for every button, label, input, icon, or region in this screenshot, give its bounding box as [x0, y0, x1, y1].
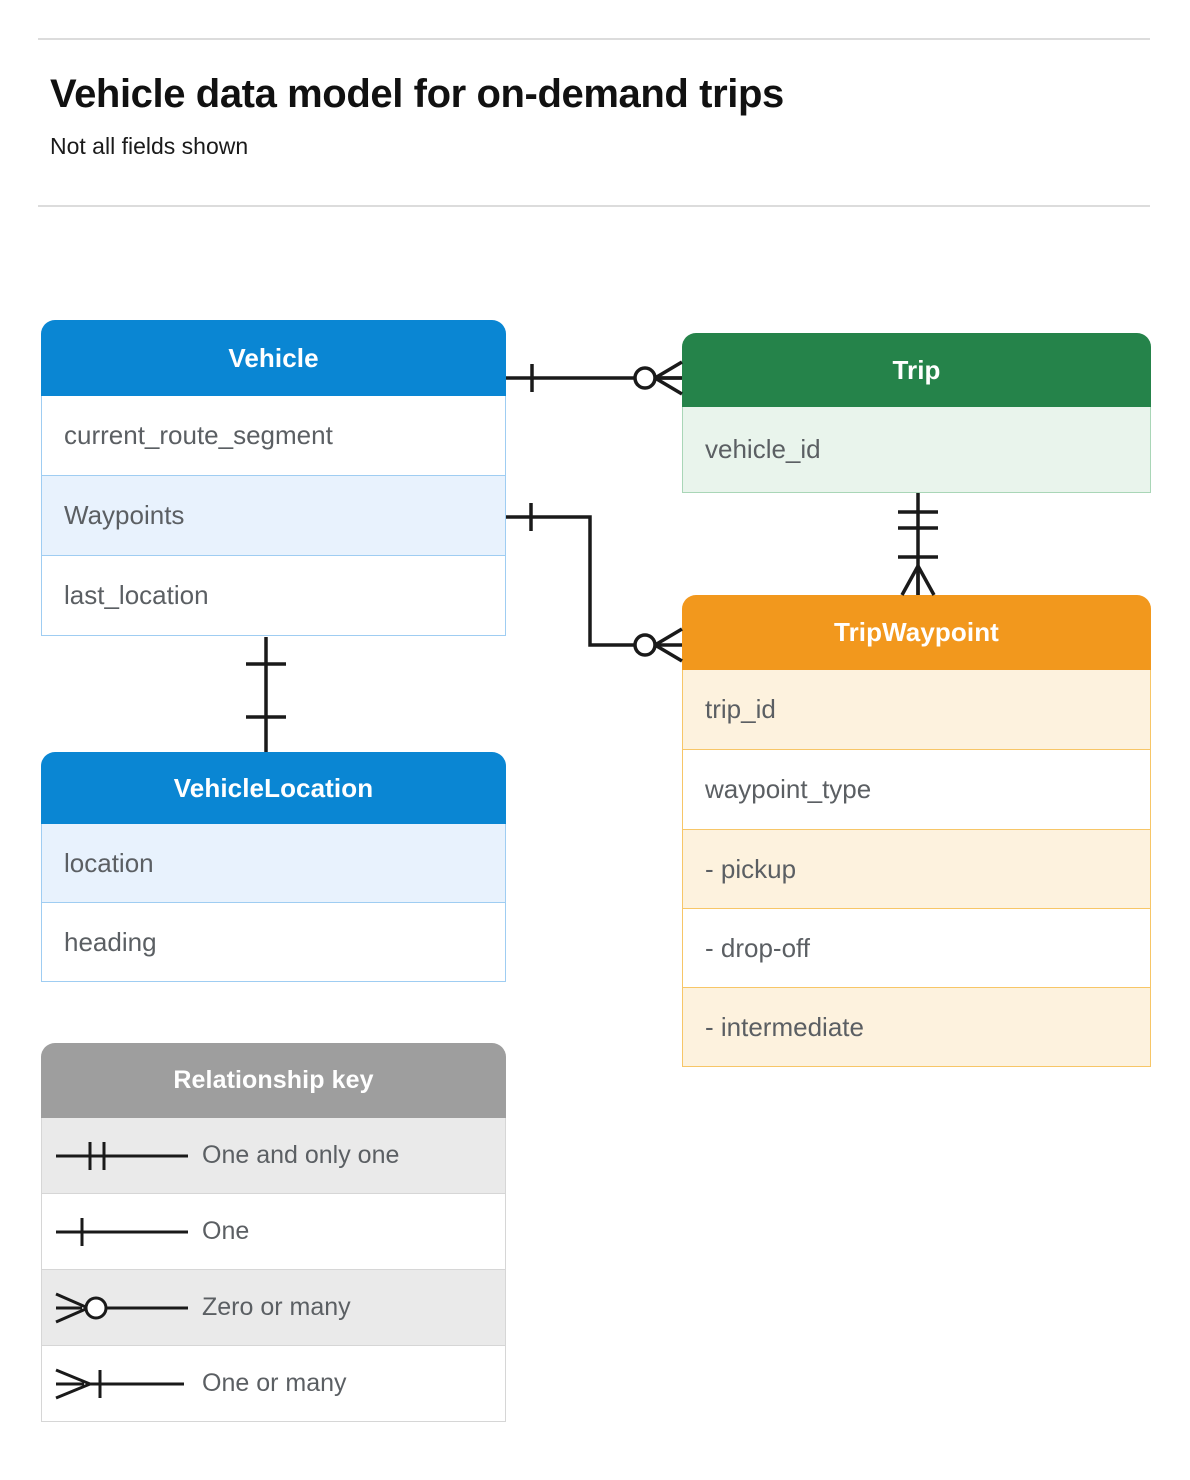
field-location[interactable]: location	[41, 824, 506, 903]
connector-vehicle-vehiclelocation	[246, 637, 286, 752]
entity-tripwaypoint-title: TripWaypoint	[682, 595, 1151, 670]
top-divider	[38, 38, 1150, 40]
entity-trip[interactable]: Trip vehicle_id	[682, 333, 1151, 493]
header-divider	[38, 205, 1150, 207]
entity-tripwaypoint[interactable]: TripWaypoint trip_id waypoint_type - pic…	[682, 595, 1151, 1067]
one-or-many-icon	[42, 1364, 202, 1404]
one-icon	[42, 1212, 202, 1252]
relationship-key-legend: Relationship key One and only one One	[41, 1043, 506, 1422]
entity-vehiclelocation-title: VehicleLocation	[41, 752, 506, 824]
entity-vehicle-title: Vehicle	[41, 320, 506, 396]
field-current-route-segment[interactable]: current_route_segment	[41, 396, 506, 476]
field-waypoint-type-pickup[interactable]: - pickup	[682, 830, 1151, 909]
field-waypoint-type[interactable]: waypoint_type	[682, 750, 1151, 830]
field-waypoint-type-intermediate[interactable]: - intermediate	[682, 988, 1151, 1067]
one-and-only-one-icon	[42, 1136, 202, 1176]
connector-trip-tripwaypoint	[898, 493, 938, 596]
legend-label-one: One	[202, 1217, 250, 1245]
legend-row-one-and-only-one: One and only one	[41, 1118, 506, 1194]
legend-title: Relationship key	[41, 1043, 506, 1118]
field-waypoint-type-dropoff[interactable]: - drop-off	[682, 909, 1151, 988]
zero-or-many-icon	[42, 1288, 202, 1328]
legend-row-one-or-many: One or many	[41, 1346, 506, 1422]
field-waypoints[interactable]: Waypoints	[41, 476, 506, 556]
legend-label-one-and-only-one: One and only one	[202, 1141, 400, 1169]
entity-vehiclelocation[interactable]: VehicleLocation location heading	[41, 752, 506, 982]
entity-vehicle[interactable]: Vehicle current_route_segment Waypoints …	[41, 320, 506, 636]
field-heading[interactable]: heading	[41, 903, 506, 982]
legend-row-zero-or-many: Zero or many	[41, 1270, 506, 1346]
connector-vehicle-trip	[506, 360, 683, 396]
entity-trip-title: Trip	[682, 333, 1151, 407]
legend-label-one-or-many: One or many	[202, 1369, 347, 1397]
connector-waypoints-tripwaypoint	[506, 503, 683, 663]
legend-label-zero-or-many: Zero or many	[202, 1293, 351, 1321]
legend-row-one: One	[41, 1194, 506, 1270]
field-vehicle-id[interactable]: vehicle_id	[682, 407, 1151, 493]
field-last-location[interactable]: last_location	[41, 556, 506, 636]
page-title: Vehicle data model for on-demand trips	[50, 72, 784, 116]
page-subtitle: Not all fields shown	[50, 133, 249, 159]
field-trip-id[interactable]: trip_id	[682, 670, 1151, 750]
